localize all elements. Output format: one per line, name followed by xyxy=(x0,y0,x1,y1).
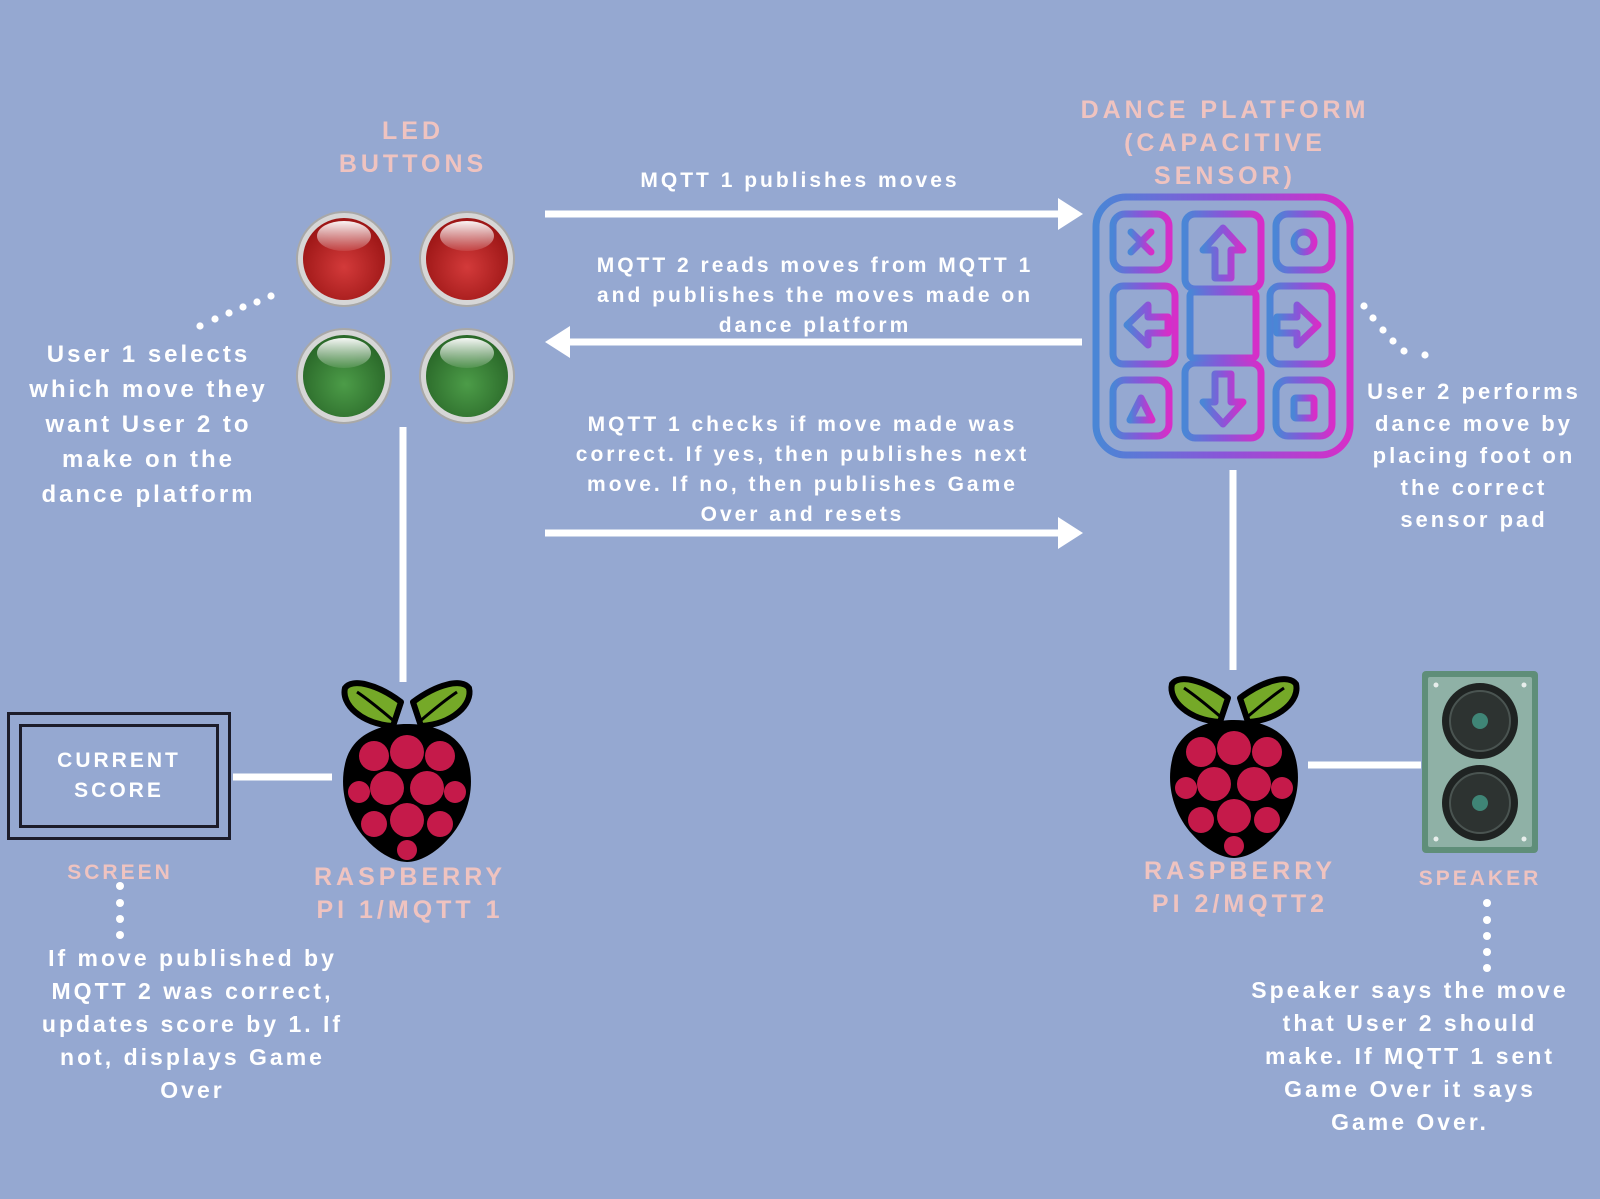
message-mqtt1-checks: MQTT 1 checks if move made was correct. … xyxy=(575,413,1030,526)
current-score-label: CURRENT SCORE xyxy=(57,749,181,802)
pi2-label: RASPBERRY PI 2/MQTT2 xyxy=(1143,857,1337,918)
screen-display: CURRENT SCORE xyxy=(7,712,231,840)
led-button-icon xyxy=(419,328,515,424)
led-buttons-label: LED BUTTONS xyxy=(338,117,488,178)
led-button-icon xyxy=(419,211,515,307)
led-button-icon xyxy=(296,328,392,424)
dotted-leader-screen xyxy=(116,882,124,939)
dotted-leader-speaker xyxy=(1483,899,1491,972)
speaker-label: SPEAKER xyxy=(1418,867,1542,890)
arrow-mqtt2-reads xyxy=(545,326,1082,358)
screen-inner-frame: CURRENT SCORE xyxy=(19,724,219,828)
arrow-mqtt1-checks xyxy=(545,517,1083,549)
dotted-leader-user2 xyxy=(1360,302,1429,359)
user2-description: User 2 performs dance move by placing fo… xyxy=(1367,379,1581,532)
speaker-description: Speaker says the move that User 2 should… xyxy=(1251,977,1569,1135)
arrow-mqtt1-publishes xyxy=(545,198,1083,230)
pi1-label: RASPBERRY PI 1/MQTT 1 xyxy=(313,863,507,924)
screen-label: SCREEN xyxy=(67,861,173,884)
user1-description: User 1 selects which move they want User… xyxy=(29,341,268,508)
message-mqtt1-publishes: MQTT 1 publishes moves xyxy=(640,169,960,192)
dance-platform-label: DANCE PLATFORM (CAPACITIVE SENSOR) xyxy=(1080,96,1370,190)
led-button-icon xyxy=(296,211,392,307)
dotted-leader-user1 xyxy=(196,292,275,330)
screen-description: If move published by MQTT 2 was correct,… xyxy=(41,945,344,1103)
message-mqtt2-reads: MQTT 2 reads moves from MQTT 1 and publi… xyxy=(596,254,1034,337)
